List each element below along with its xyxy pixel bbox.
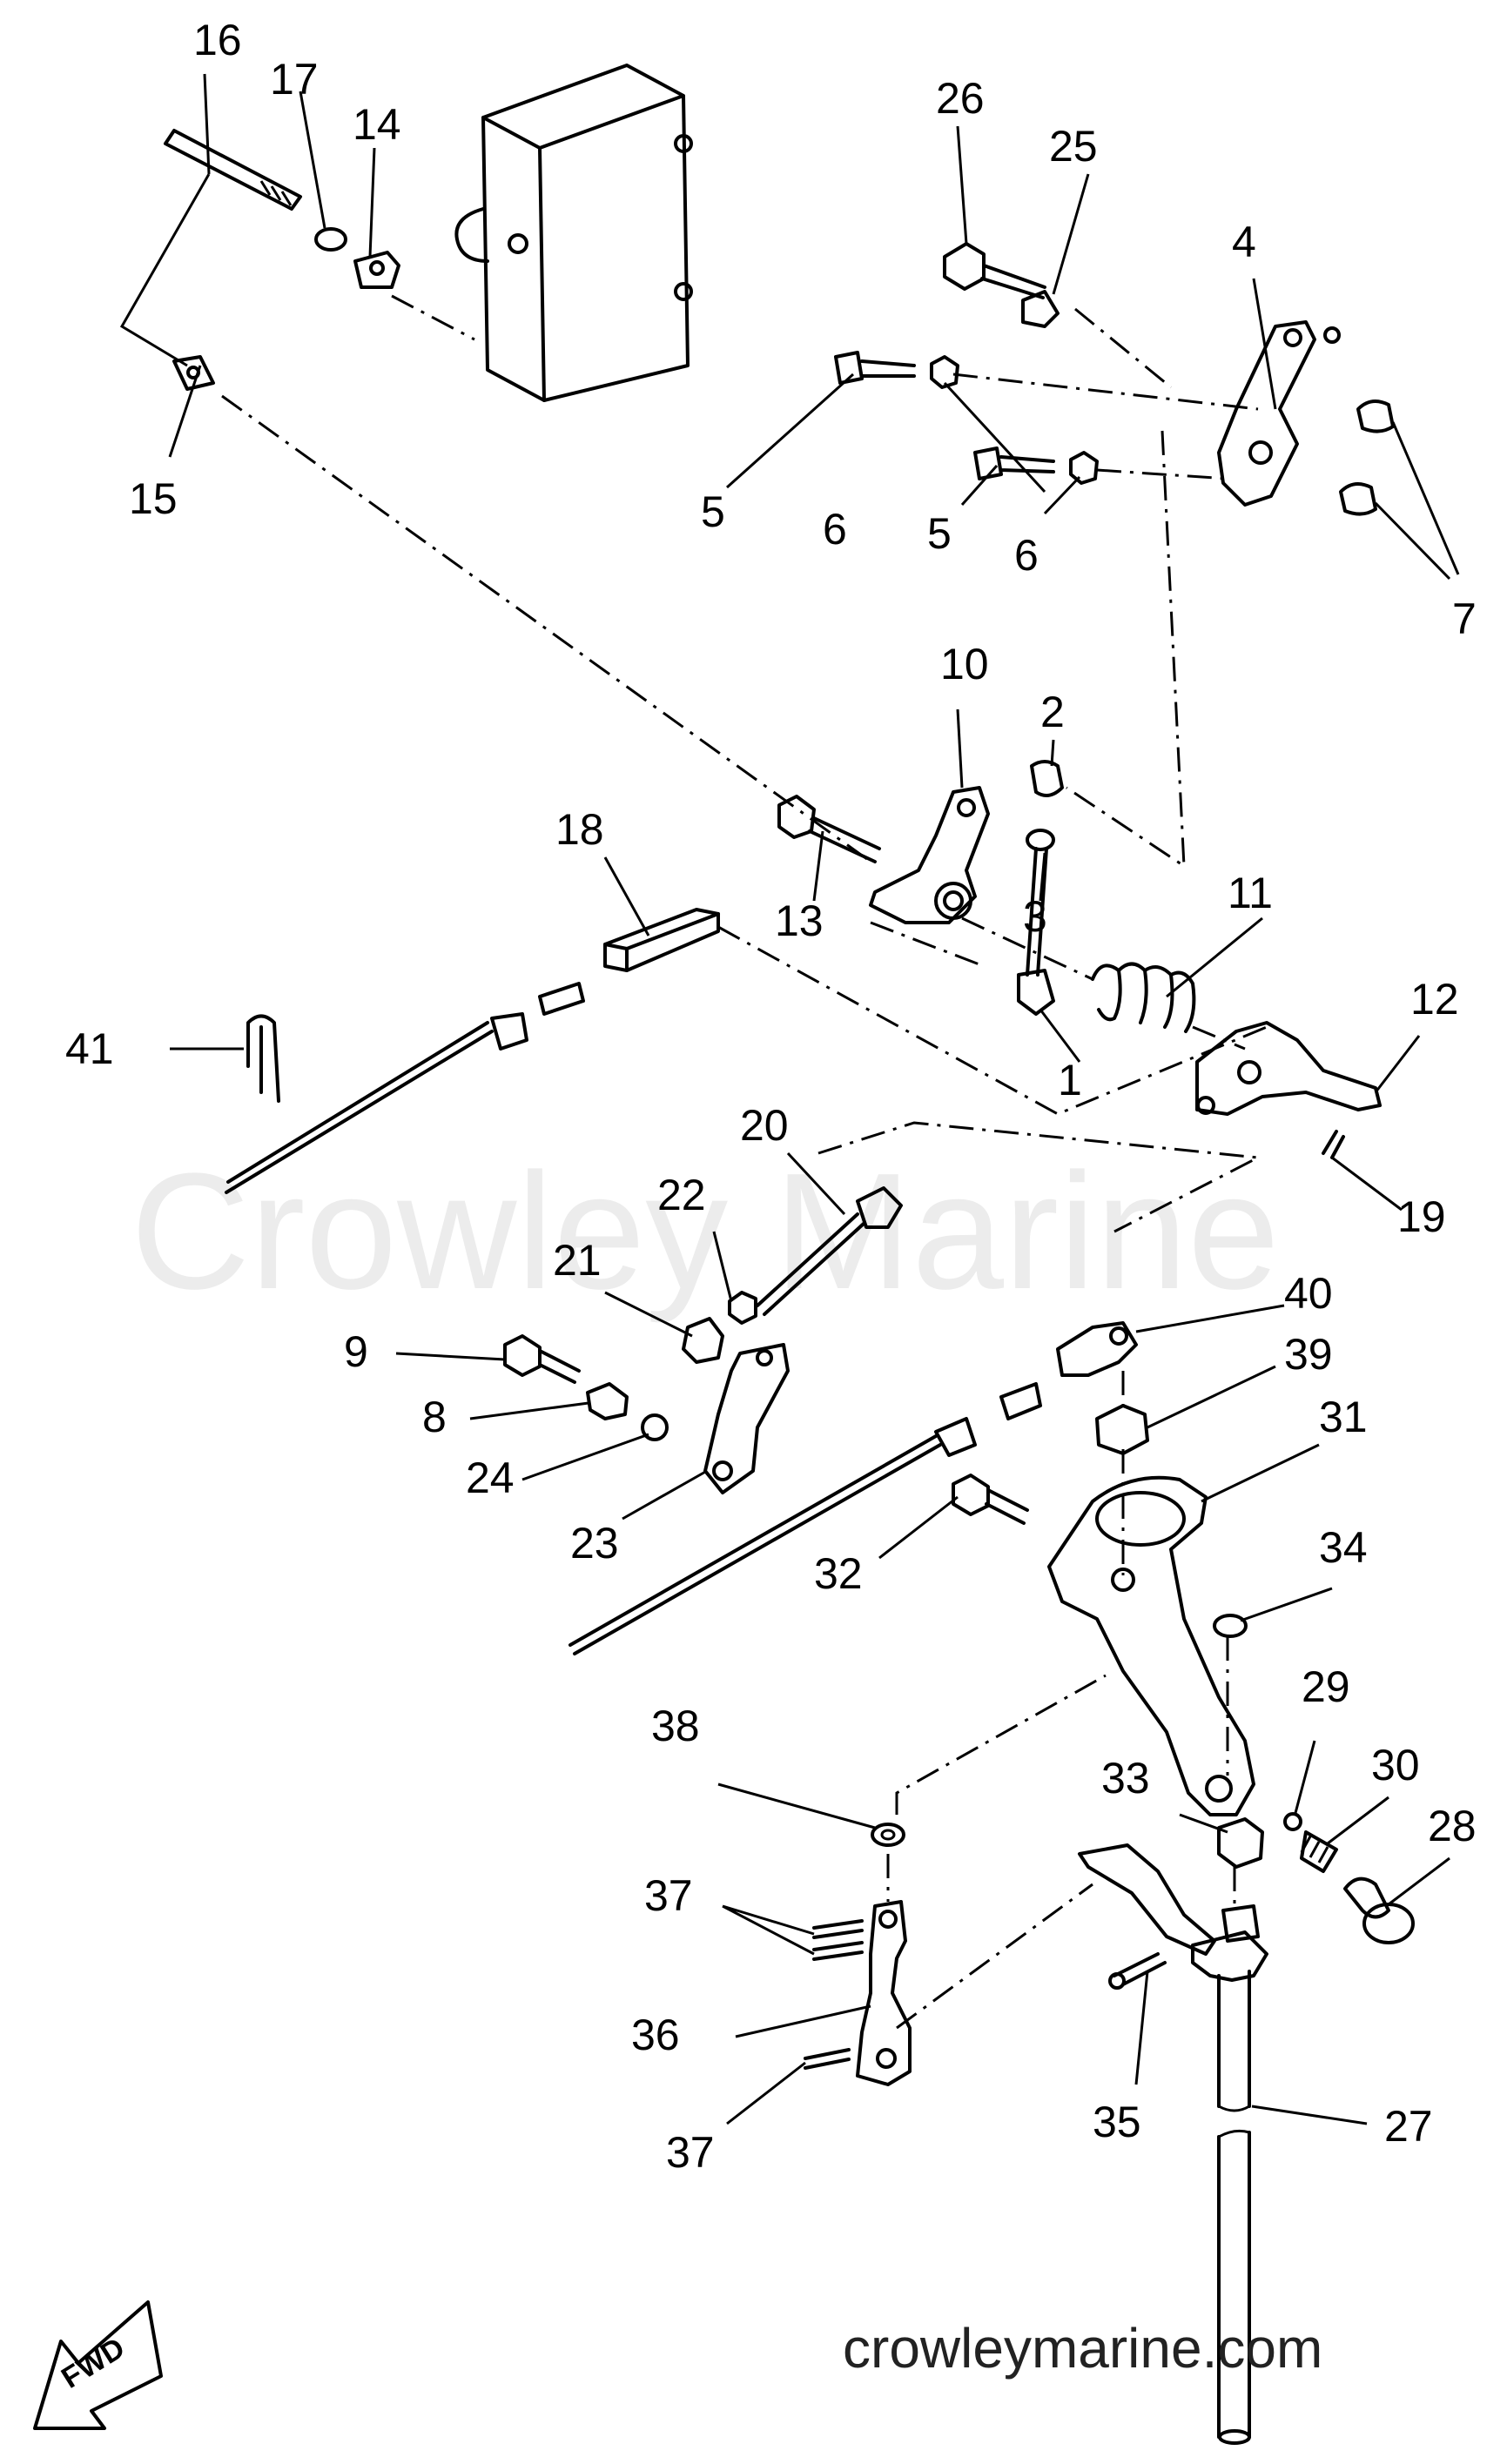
callout-15: 15 — [129, 474, 178, 523]
bolt-9 — [503, 1334, 581, 1384]
callout-28: 28 — [1428, 1802, 1477, 1850]
callout-38: 38 — [651, 1702, 700, 1750]
plug-28 — [1343, 1877, 1415, 1944]
pin-19 — [1322, 1130, 1345, 1159]
callout-32: 32 — [814, 1549, 863, 1598]
watermark-text: Crowley Marine — [131, 1139, 1280, 1324]
throttle-lever-4 — [1217, 320, 1341, 507]
callout-33: 33 — [1101, 1754, 1150, 1803]
collar-21 — [682, 1317, 724, 1364]
slider-18 — [603, 908, 720, 972]
shift-lever-23 — [703, 1343, 790, 1494]
callout-27: 27 — [1384, 2102, 1433, 2151]
lever-36 — [856, 1900, 912, 2086]
leader-lines — [119, 73, 1460, 2125]
spring-30 — [1300, 1830, 1338, 1873]
lever-12 — [1195, 1021, 1382, 1116]
clip-41 — [246, 1014, 280, 1103]
washer-3 — [1026, 829, 1055, 851]
callout-8: 8 — [422, 1393, 447, 1441]
callout-1: 1 — [1058, 1056, 1082, 1104]
callout-23: 23 — [570, 1519, 619, 1568]
callout-30: 30 — [1371, 1741, 1420, 1789]
callout-11: 11 — [1228, 869, 1273, 917]
callout-19: 19 — [1397, 1192, 1446, 1241]
cap-7-lower — [1339, 482, 1377, 516]
bolt-32 — [952, 1474, 1029, 1525]
callout-37a: 37 — [644, 1871, 693, 1920]
link-rod-1 — [1017, 847, 1055, 1016]
shift-cable — [568, 1382, 1042, 1655]
washer-38 — [871, 1823, 905, 1847]
fwd-arrow-icon: FWD — [33, 2300, 163, 2430]
callouts: 16 17 14 15 26 25 4 5 6 5 6 7 10 2 18 13… — [65, 16, 1477, 2177]
callout-22: 22 — [657, 1171, 706, 1219]
callout-17: 17 — [270, 55, 319, 104]
callout-13: 13 — [775, 896, 824, 945]
nut-6-upper — [930, 355, 959, 389]
cap-7-upper — [1356, 399, 1395, 433]
callout-5a: 5 — [701, 487, 725, 536]
rod-20 — [756, 1186, 903, 1316]
bolt-13 — [777, 795, 881, 863]
lever-10 — [869, 786, 990, 924]
pins-37 — [804, 1919, 864, 2070]
callout-24: 24 — [466, 1454, 515, 1502]
callout-35: 35 — [1093, 2098, 1141, 2146]
pin-35 — [1108, 1952, 1167, 1990]
throttle-cable — [225, 982, 585, 1194]
bolt-26 — [943, 242, 1046, 299]
callout-37b: 37 — [666, 2128, 715, 2177]
callout-12: 12 — [1410, 975, 1459, 1024]
collar-33 — [1217, 1817, 1264, 1869]
collar-8 — [586, 1382, 629, 1420]
washer-34 — [1213, 1614, 1248, 1638]
control-rod-16 — [164, 129, 302, 211]
callout-10: 10 — [940, 640, 989, 688]
bracket-31 — [1047, 1475, 1255, 1816]
callout-6a: 6 — [823, 505, 847, 554]
shift-shaft-27 — [1191, 1904, 1268, 2445]
callout-16: 16 — [193, 16, 242, 64]
callout-4: 4 — [1232, 218, 1256, 266]
callout-25: 25 — [1049, 122, 1098, 171]
nut-6-lower — [1069, 451, 1099, 485]
nut-17 — [314, 227, 347, 252]
callout-34: 34 — [1319, 1523, 1368, 1572]
site-url: crowleymarine.com — [843, 2317, 1322, 2380]
joint-2 — [1030, 760, 1064, 797]
callout-26: 26 — [936, 74, 985, 123]
callout-9: 9 — [344, 1327, 368, 1376]
callout-18: 18 — [555, 805, 604, 854]
callout-20: 20 — [740, 1101, 789, 1150]
joint-40 — [1056, 1321, 1138, 1377]
callout-31: 31 — [1319, 1393, 1368, 1441]
callout-2: 2 — [1040, 688, 1065, 736]
collar-25 — [1021, 290, 1060, 328]
callout-14: 14 — [353, 100, 401, 149]
callout-6b: 6 — [1014, 531, 1039, 580]
shift-arm — [1078, 1843, 1216, 1956]
ball-29 — [1283, 1812, 1302, 1831]
washer-24 — [641, 1413, 669, 1441]
collar-39 — [1095, 1404, 1149, 1455]
screw-5-upper — [834, 351, 916, 385]
callout-39: 39 — [1284, 1330, 1333, 1379]
spring-11 — [1091, 962, 1196, 1033]
callout-40: 40 — [1284, 1269, 1333, 1318]
joint-14 — [353, 251, 400, 289]
callout-29: 29 — [1302, 1662, 1350, 1711]
fwd-label: FWD — [56, 2332, 131, 2395]
callout-21: 21 — [553, 1236, 602, 1285]
control-box — [454, 64, 693, 402]
callout-3: 3 — [1023, 892, 1047, 941]
callout-5b: 5 — [927, 509, 952, 558]
screw-5-lower — [973, 446, 1055, 480]
nut-22 — [728, 1291, 757, 1325]
callout-36: 36 — [631, 2011, 680, 2059]
callout-41: 41 — [65, 1024, 114, 1073]
callout-7: 7 — [1452, 594, 1477, 643]
assembly-lines — [221, 294, 1268, 2030]
